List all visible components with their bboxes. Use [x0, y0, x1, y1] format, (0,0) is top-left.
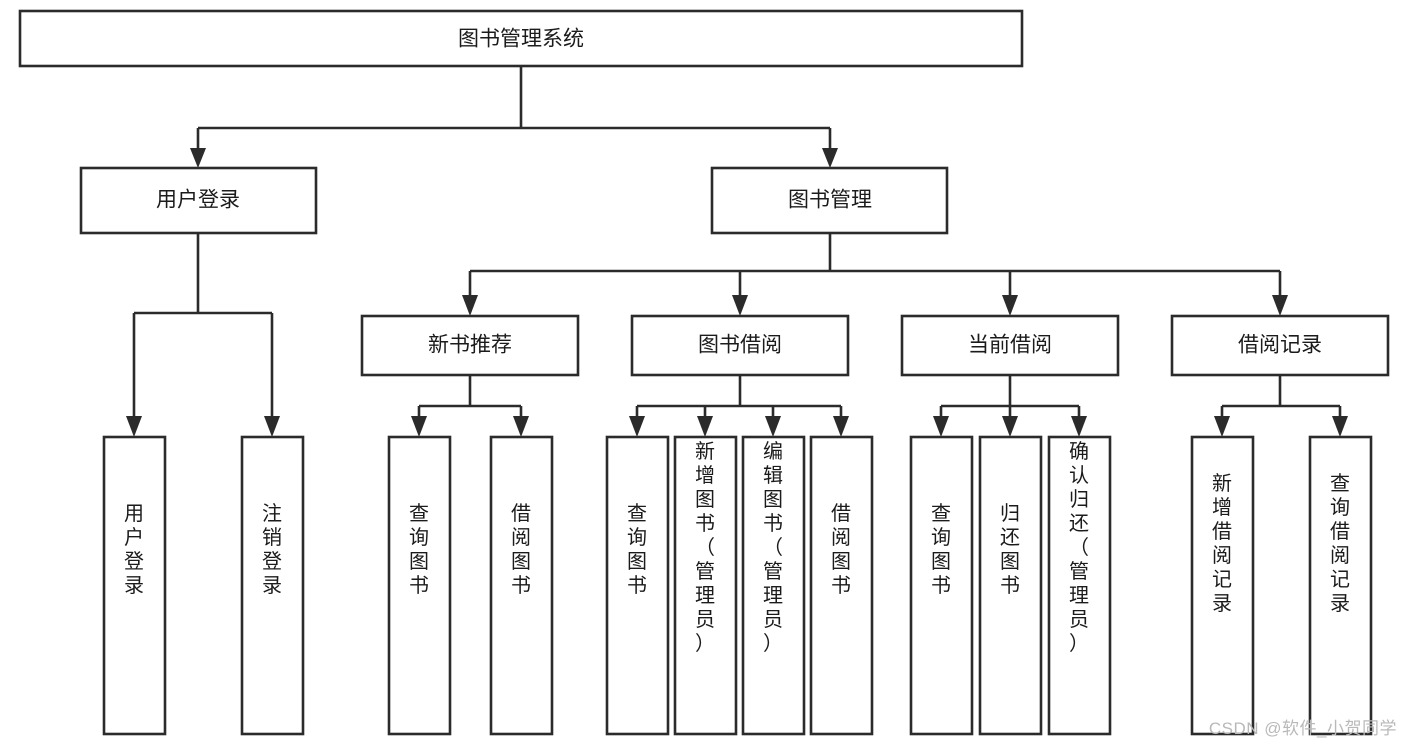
node-leaf-query-record-label: 查询借阅记录	[1330, 472, 1350, 615]
node-leaf-query-book-3[interactable]: 查询图书	[909, 435, 974, 736]
node-root-label: 图书管理系统	[458, 28, 584, 51]
node-leaf-add-book-box[interactable]	[673, 435, 738, 736]
node-leaf-borrow-book-2-label: 借阅图书	[831, 502, 851, 597]
arrow-leaf-confirm-return	[1071, 416, 1087, 437]
arrow-leaf-user-login	[126, 416, 142, 437]
node-leaf-user-login[interactable]: 用户登录	[102, 435, 167, 736]
node-book-borrow-label: 图书借阅	[698, 334, 782, 357]
node-leaf-query-book-1-label: 查询图书	[409, 502, 429, 597]
node-leaf-add-record-box[interactable]	[1190, 435, 1255, 736]
node-borrow-record-label: 借阅记录	[1238, 334, 1322, 357]
node-leaf-logout-box[interactable]	[240, 435, 305, 736]
arrow-leaf-return-book	[1002, 416, 1018, 437]
node-book-borrow-box[interactable]	[630, 314, 850, 377]
node-leaf-query-book-3-box[interactable]	[909, 435, 974, 736]
node-leaf-edit-book[interactable]: 编辑图书（管理员）	[741, 435, 806, 736]
node-leaf-query-book-2-box[interactable]	[605, 435, 670, 736]
node-leaf-borrow-book-2-box[interactable]	[809, 435, 874, 736]
node-leaf-add-record[interactable]: 新增借阅记录	[1190, 435, 1255, 736]
node-leaf-query-book-3-label: 查询图书	[931, 502, 951, 597]
node-leaf-edit-book-label: 编辑图书（管理员）	[763, 440, 783, 655]
node-leaf-return-book[interactable]: 归还图书	[978, 435, 1043, 736]
node-new-book-rec[interactable]: 新书推荐	[360, 314, 580, 377]
node-leaf-query-book-2[interactable]: 查询图书	[605, 435, 670, 736]
node-leaf-logout-label: 注销登录	[262, 502, 282, 597]
arrow-to-book-manage	[822, 148, 838, 168]
node-user-login-box[interactable]	[79, 166, 318, 235]
arrow-leaf-add-record	[1214, 416, 1230, 437]
arrow-leaf-borrow-book-2	[833, 416, 849, 437]
node-current-borrow[interactable]: 当前借阅	[900, 314, 1120, 377]
arrow-leaf-query-record	[1332, 416, 1348, 437]
arrow-leaf-query-book-3	[933, 416, 949, 437]
node-root-box[interactable]	[18, 9, 1024, 68]
arrow-leaf-query-book-1	[411, 416, 427, 437]
node-leaf-confirm-return[interactable]: 确认归还（管理员）	[1047, 435, 1112, 736]
arrow-book-borrow	[732, 295, 748, 316]
node-leaf-query-record[interactable]: 查询借阅记录	[1308, 435, 1373, 736]
node-new-book-rec-label: 新书推荐	[428, 334, 512, 357]
arrow-leaf-borrow-book-1	[513, 416, 529, 437]
arrow-current-borrow	[1002, 295, 1018, 316]
node-leaf-borrow-book-1-box[interactable]	[489, 435, 554, 736]
arrow-leaf-query-book-2	[629, 416, 645, 437]
arrow-to-user-login	[190, 148, 206, 168]
node-leaf-return-book-box[interactable]	[978, 435, 1043, 736]
arrow-new-book-rec	[462, 295, 478, 316]
node-leaf-edit-book-box[interactable]	[741, 435, 806, 736]
watermark-text: CSDN @软件_小贺同学	[1208, 719, 1397, 738]
node-current-borrow-box[interactable]	[900, 314, 1120, 377]
arrow-leaf-add-book	[697, 416, 713, 437]
node-root[interactable]: 图书管理系统	[18, 9, 1024, 68]
node-leaf-add-book-label: 新增图书（管理员）	[695, 440, 715, 655]
arrow-leaf-logout	[264, 416, 280, 437]
node-leaf-confirm-return-label: 确认归还（管理员）	[1069, 440, 1089, 655]
node-leaf-query-book-2-label: 查询图书	[627, 502, 647, 597]
node-leaf-add-record-label: 新增借阅记录	[1212, 472, 1232, 615]
node-leaf-query-book-1[interactable]: 查询图书	[387, 435, 452, 736]
node-leaf-borrow-book-1[interactable]: 借阅图书	[489, 435, 554, 736]
node-leaf-logout[interactable]: 注销登录	[240, 435, 305, 736]
node-leaf-query-record-box[interactable]	[1308, 435, 1373, 736]
node-leaf-user-login-box[interactable]	[102, 435, 167, 736]
node-book-manage-label: 图书管理	[788, 189, 872, 212]
node-leaf-query-book-1-box[interactable]	[387, 435, 452, 736]
node-leaf-user-login-label: 用户登录	[124, 503, 144, 597]
node-user-login-label: 用户登录	[156, 189, 240, 212]
node-book-manage[interactable]: 图书管理	[710, 166, 949, 235]
node-current-borrow-label: 当前借阅	[968, 334, 1052, 357]
node-book-manage-box[interactable]	[710, 166, 949, 235]
connector-layer	[126, 66, 1348, 437]
node-borrow-record-box[interactable]	[1170, 314, 1390, 377]
arrow-borrow-record	[1272, 295, 1288, 316]
node-new-book-rec-box[interactable]	[360, 314, 580, 377]
node-borrow-record[interactable]: 借阅记录	[1170, 314, 1390, 377]
node-leaf-borrow-book-1-label: 借阅图书	[511, 502, 531, 597]
node-user-login[interactable]: 用户登录	[79, 166, 318, 235]
node-leaf-return-book-label: 归还图书	[1000, 502, 1020, 597]
node-book-borrow[interactable]: 图书借阅	[630, 314, 850, 377]
node-leaf-borrow-book-2[interactable]: 借阅图书	[809, 435, 874, 736]
node-leaf-confirm-return-box[interactable]	[1047, 435, 1112, 736]
node-leaf-add-book[interactable]: 新增图书（管理员）	[673, 435, 738, 736]
arrow-leaf-edit-book	[765, 416, 781, 437]
